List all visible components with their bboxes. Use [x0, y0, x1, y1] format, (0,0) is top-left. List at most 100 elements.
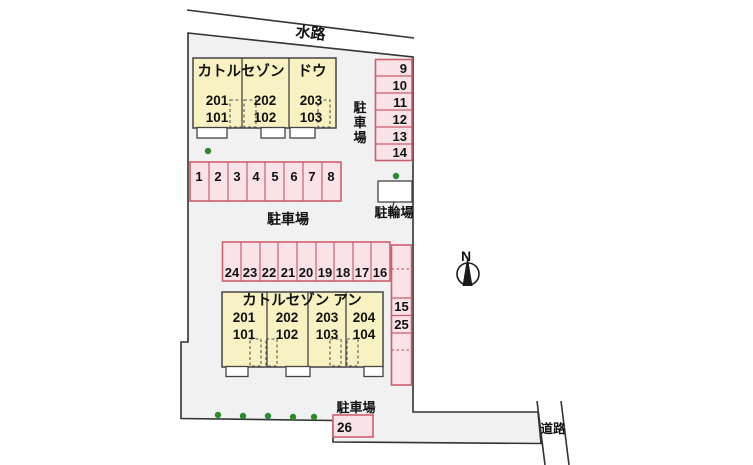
building-b: カトルセゾン アン 201 101 202 102 203 103 204 10…	[221, 291, 384, 378]
stall-number: 6	[290, 169, 297, 184]
parking-strip-right: 15 25	[390, 244, 413, 386]
stall-number: 22	[262, 265, 276, 280]
parking-strip-dashed	[391, 268, 412, 351]
stall-number: 18	[336, 265, 350, 280]
stair-dashed	[265, 338, 278, 367]
parking-label-middle: 駐車場	[267, 211, 309, 227]
parking-row-middle-outline	[221, 241, 391, 282]
bicycle-parking: 駐輪場	[374, 180, 414, 220]
unit-number: 201	[233, 310, 256, 325]
tree-dot	[289, 413, 297, 421]
compass-north-label: N	[461, 248, 471, 264]
building-a-porch	[289, 126, 316, 139]
parking-row-top: 1 2 3 4 5 6 7 8	[189, 161, 342, 202]
tree-dot	[264, 412, 272, 420]
bicycle-pointer-line	[391, 201, 395, 211]
building-b-porch	[225, 365, 249, 378]
building-a-porch	[196, 126, 228, 139]
stall-number: 26	[337, 420, 353, 435]
parking-bottom: 駐車場 26	[332, 400, 376, 438]
bicycle-parking-outline	[377, 180, 413, 203]
parking-row-middle: 24 23 22 21 20 19 18 17 16	[221, 241, 391, 282]
north-arrow-icon	[462, 256, 473, 286]
stall-number: 7	[308, 169, 315, 184]
unit-number: 201	[206, 93, 229, 108]
compass-icon: N	[456, 248, 480, 286]
building-a-name-sub: ドウ	[298, 63, 327, 80]
parking-row-top-dividers	[208, 162, 323, 201]
parking-stall-26	[332, 414, 374, 438]
stall-number: 23	[243, 265, 257, 280]
parking-strip-dividers	[391, 297, 412, 334]
parking-label-bottom: 駐車場	[336, 400, 375, 415]
tree-dot	[239, 412, 247, 420]
unit-number: 203	[300, 93, 323, 108]
building-b-dividers	[266, 292, 347, 367]
stall-number: 15	[394, 299, 408, 314]
tree-dot	[310, 413, 318, 421]
tree-dot	[392, 172, 400, 180]
unit-number: 101	[233, 327, 256, 342]
road-edge-right	[560, 400, 570, 465]
unit-number: 202	[254, 93, 277, 108]
stall-number: 13	[393, 129, 407, 144]
stall-number: 2	[214, 169, 221, 184]
stair-dashed	[229, 99, 243, 128]
unit-number: 202	[276, 310, 299, 325]
stall-number: 19	[318, 265, 332, 280]
stall-number: 3	[233, 169, 240, 184]
tree-dot	[214, 411, 222, 419]
unit-number: 204	[353, 310, 376, 325]
parking-label-right-char: 場	[353, 130, 366, 145]
stair-dashed	[346, 338, 359, 367]
road-label: 道路	[540, 421, 566, 436]
parking-label-right-char: 車	[353, 115, 366, 130]
stall-number: 9	[400, 61, 407, 76]
stall-number: 4	[252, 169, 260, 184]
stall-number: 8	[327, 169, 334, 184]
stall-number: 14	[393, 145, 408, 160]
unit-number: 103	[300, 110, 323, 125]
tree-dots	[204, 147, 400, 421]
stall-number: 5	[271, 169, 278, 184]
building-b-outline	[221, 291, 384, 368]
stair-dashed	[243, 99, 257, 128]
stall-number: 25	[394, 317, 408, 332]
parking-column-dividers	[375, 75, 412, 145]
parking-label-right-char: 駐	[353, 100, 366, 115]
unit-number: 203	[316, 310, 339, 325]
unit-number: 104	[353, 327, 376, 342]
stall-number: 12	[393, 112, 407, 127]
road-edge-left	[536, 400, 546, 465]
waterway-line	[186, 9, 415, 39]
building-a: カトルセゾン ドウ 201 101 202 102 203 103	[192, 57, 337, 139]
parking-label-right: 駐 車 場	[353, 100, 366, 145]
building-b-name: カトルセゾン アン	[242, 292, 361, 309]
bicycle-parking-label: 駐輪場	[374, 205, 413, 220]
parking-column-right: 9 10 11 12 13 14	[374, 58, 413, 162]
building-b-porch	[285, 365, 311, 378]
unit-number: 103	[316, 327, 339, 342]
building-a-outline	[192, 57, 337, 129]
building-a-name: カトルセゾン	[198, 63, 285, 80]
stair-dashed	[249, 338, 262, 367]
stall-number: 10	[393, 78, 407, 93]
stall-number: 20	[299, 265, 313, 280]
tree-dot	[204, 147, 212, 155]
building-a-porch	[260, 126, 286, 139]
unit-number: 101	[206, 110, 229, 125]
stall-number: 1	[195, 169, 202, 184]
stall-number: 17	[355, 265, 369, 280]
waterway-label: 水路	[295, 22, 328, 43]
stall-number: 16	[373, 265, 387, 280]
stair-dashed	[317, 99, 331, 128]
stall-number: 21	[281, 265, 295, 280]
building-b-porch	[363, 365, 384, 378]
stall-number: 24	[225, 265, 240, 280]
parking-row-middle-dividers	[240, 242, 372, 281]
stair-dashed	[329, 338, 342, 367]
unit-number: 102	[276, 327, 299, 342]
stall-number: 11	[393, 95, 407, 110]
